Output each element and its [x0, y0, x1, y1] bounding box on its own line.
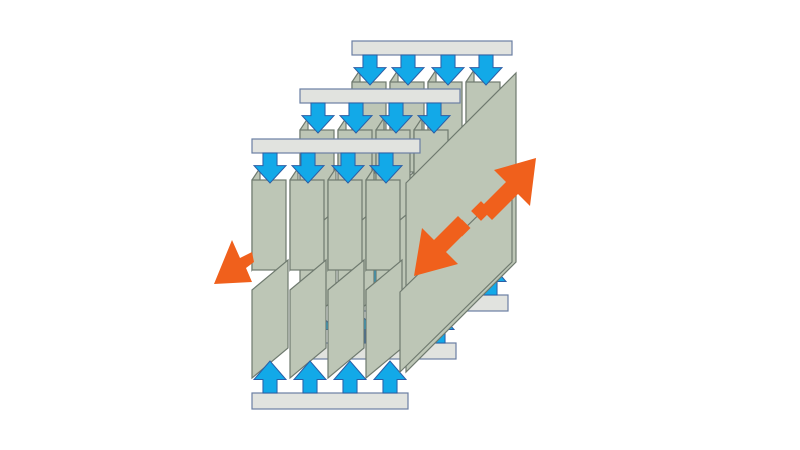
lower-plate-2-1	[289, 258, 327, 380]
down-arrow-icon-2-1	[290, 152, 326, 184]
layer-front	[251, 71, 517, 410]
left-arrow-icon	[214, 240, 254, 284]
down-arrow-icon-0-2	[430, 54, 466, 86]
up-arrow-icon-2-3	[372, 360, 408, 394]
up-arrow-icon-2-1	[292, 360, 328, 394]
top-bar-0	[351, 40, 513, 56]
upper-plate-face-2-0	[251, 179, 287, 271]
top-bar-1	[299, 88, 461, 104]
down-arrow-icon-0-0	[352, 54, 388, 86]
down-arrow-icon-1-0	[300, 102, 336, 134]
down-arrow-icon-2-0	[252, 152, 288, 184]
top-bar-2	[251, 138, 421, 154]
upper-plate-face-2-2	[327, 179, 363, 271]
lower-plate-2-0	[251, 258, 289, 380]
double-headed-arrow-icon-head-down	[414, 216, 470, 276]
down-arrow-icon-2-3	[368, 152, 404, 184]
down-arrow-icon-0-3	[468, 54, 504, 86]
up-arrow-icon-2-0	[252, 360, 288, 394]
up-arrow-icon-2-2	[332, 360, 368, 394]
down-arrow-icon-1-2	[378, 102, 414, 134]
down-arrow-icon-2-2	[330, 152, 366, 184]
double-headed-arrow-icon-head-up	[480, 158, 536, 220]
upper-plate-face-2-3	[365, 179, 401, 271]
down-arrow-icon-1-3	[416, 102, 452, 134]
bottom-bar-2	[251, 392, 409, 410]
flow-overlay	[214, 158, 536, 284]
down-arrow-icon-1-1	[338, 102, 374, 134]
dash-segment-1	[471, 201, 491, 221]
down-arrow-icon-0-1	[390, 54, 426, 86]
side-plate-right-lower	[399, 180, 513, 374]
lower-plate-2-2	[327, 258, 365, 380]
upper-plate-face-2-1	[289, 179, 325, 271]
